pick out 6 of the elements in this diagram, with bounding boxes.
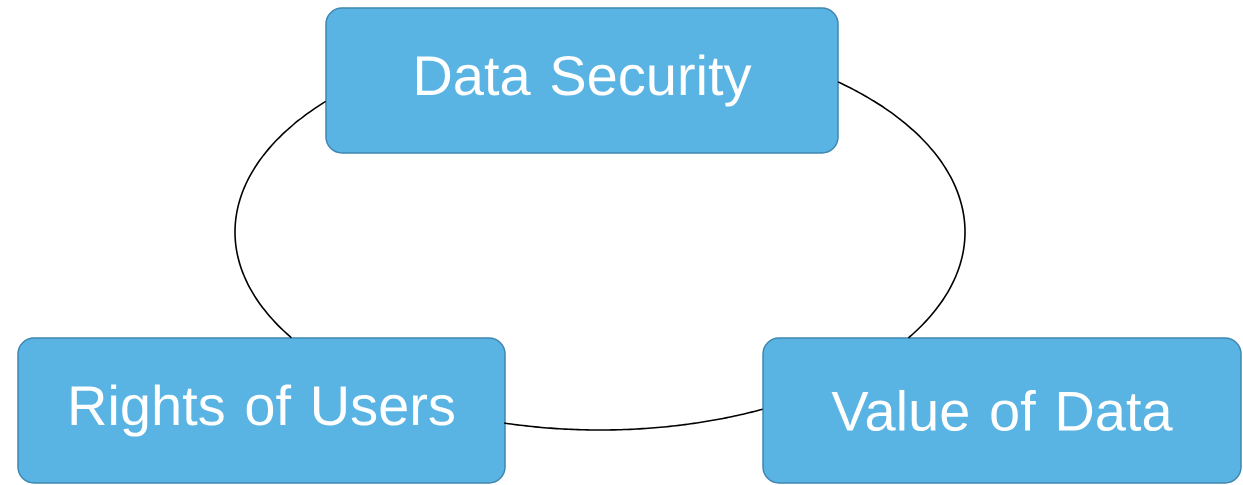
connector-arc	[504, 408, 764, 431]
concept-box: Rights of Users	[17, 337, 506, 484]
concept-box: Value of Data	[762, 337, 1242, 484]
connector-arc	[234, 100, 327, 339]
connector-arc	[837, 81, 966, 339]
concept-box: Data Security	[325, 7, 839, 154]
